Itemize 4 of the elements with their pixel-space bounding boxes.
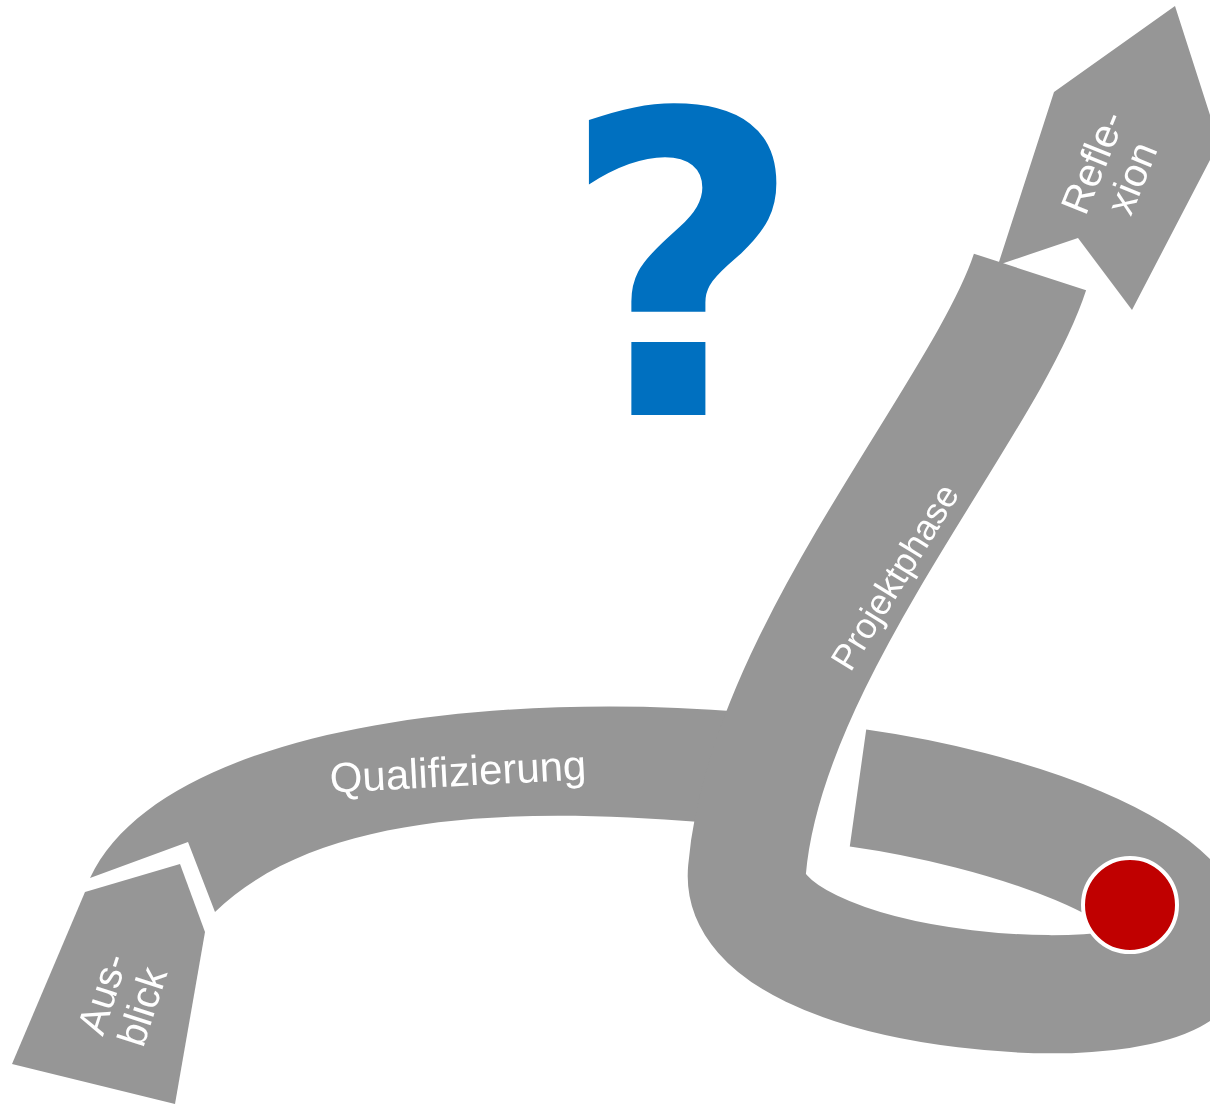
segment-label: Refle- xion [1052,103,1167,223]
question-mark: ? [560,60,804,480]
segment-label: Qualifizierung [327,740,589,804]
segment-label: Aus- blick [67,946,177,1054]
